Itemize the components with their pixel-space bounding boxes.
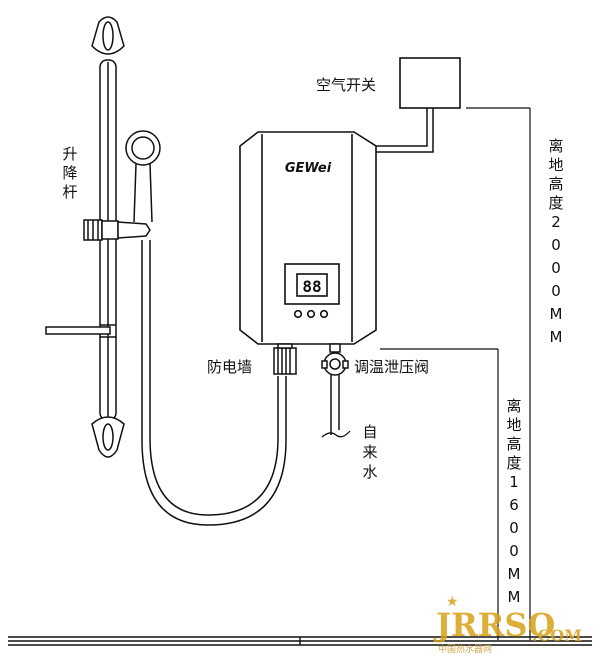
display-screen (296, 273, 328, 297)
soap-shelf (45, 326, 111, 335)
label-air-switch: 空气开关 (316, 76, 376, 94)
floor (8, 636, 592, 646)
label-anti-shock-wall: 防电墙 (207, 358, 252, 376)
label-tap-water-text: 自来水 (362, 423, 377, 481)
shower-hose-inner (149, 240, 279, 516)
air-switch-cable (376, 108, 434, 153)
watermark-sub: .COM (532, 626, 582, 645)
shower-head (125, 130, 161, 223)
pressure-valve-fitting (321, 343, 349, 376)
dimension-2000 (466, 107, 531, 640)
label-tap-water: 自来水 (362, 423, 377, 481)
heater-display-digits: 88 (302, 277, 321, 296)
tap-water-pipe (330, 375, 340, 435)
heater-button-right (319, 309, 329, 319)
water-heater (239, 131, 377, 345)
shower-holder (83, 219, 151, 241)
air-switch-box (399, 57, 461, 109)
label-pressure-valve: 调温泄压阀 (354, 358, 429, 376)
lift-bar-bottom-slot (102, 423, 114, 451)
anti-shock-fitting (273, 343, 297, 375)
lift-bar (45, 16, 125, 458)
heater-brand: GEWei (285, 161, 332, 176)
heater-casing (239, 131, 377, 345)
heater-button-left (293, 309, 303, 319)
pipe-break-mark (321, 430, 351, 438)
lift-bar-top-slot (102, 21, 114, 51)
label-lift-bar-text: 升降杆 (62, 145, 77, 201)
dimension-1600 (380, 348, 499, 640)
site-watermark: ★ JRRSO .COM 中国热水器网 (433, 594, 582, 655)
shower-hose (141, 240, 287, 526)
watermark-main: JRRSO (433, 606, 555, 644)
heater-button-mid (306, 309, 316, 319)
watermark-tagline: 中国热水器网 (438, 643, 492, 655)
watermark-star-icon: ★ (446, 594, 459, 610)
label-lift-bar: 升降杆 (62, 145, 77, 201)
